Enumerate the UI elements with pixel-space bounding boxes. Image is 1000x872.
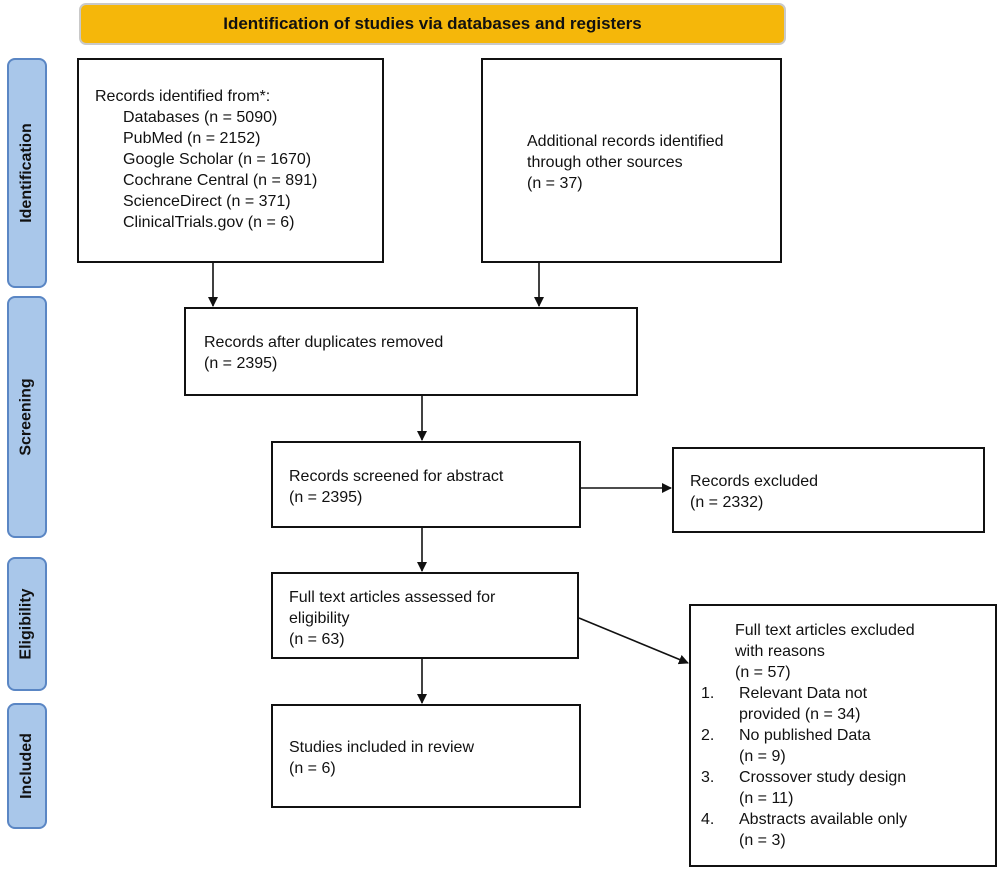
reason-item: 3. Crossover study design (n = 11) <box>701 769 907 807</box>
source-item: Databases (n = 5090) <box>123 109 278 126</box>
reason-item: 4. Abstracts available only (n = 3) <box>701 811 908 849</box>
records-excluded-box: Records excluded (n = 2332) <box>672 447 985 533</box>
phase-identification: Identification <box>7 58 47 288</box>
source-item: ClinicalTrials.gov (n = 6) <box>123 214 295 231</box>
fulltext-assessed-box: Full text articles assessed for eligibil… <box>271 572 579 659</box>
source-item: ScienceDirect (n = 371) <box>123 193 291 210</box>
header-banner: Identification of studies via databases … <box>79 3 786 45</box>
arrow-fulltext-to-excluded <box>578 617 689 665</box>
records-identified-title: Records identified from*: <box>95 88 271 105</box>
reason-item: 1. Relevant Data not provided (n = 34) <box>701 685 868 723</box>
header-title: Identification of studies via databases … <box>223 14 642 33</box>
phase-screening: Screening <box>7 296 47 538</box>
records-identified-box: Records identified from*: Databases (n =… <box>77 58 384 263</box>
screened-box: Records screened for abstract (n = 2395) <box>271 441 581 528</box>
duplicates-removed-box: Records after duplicates removed (n = 23… <box>184 307 638 396</box>
phase-included: Included <box>7 703 47 829</box>
reason-item: 2. No published Data (n = 9) <box>701 727 871 765</box>
fulltext-excluded-box: Full text articles excluded with reasons… <box>689 604 997 867</box>
source-item: Cochrane Central (n = 891) <box>123 172 318 189</box>
included-box: Studies included in review (n = 6) <box>271 704 581 808</box>
additional-records-box: Additional records identified through ot… <box>481 58 782 263</box>
source-item: Google Scholar (n = 1670) <box>123 151 312 168</box>
phase-eligibility: Eligibility <box>7 557 47 691</box>
source-item: PubMed (n = 2152) <box>123 130 261 147</box>
